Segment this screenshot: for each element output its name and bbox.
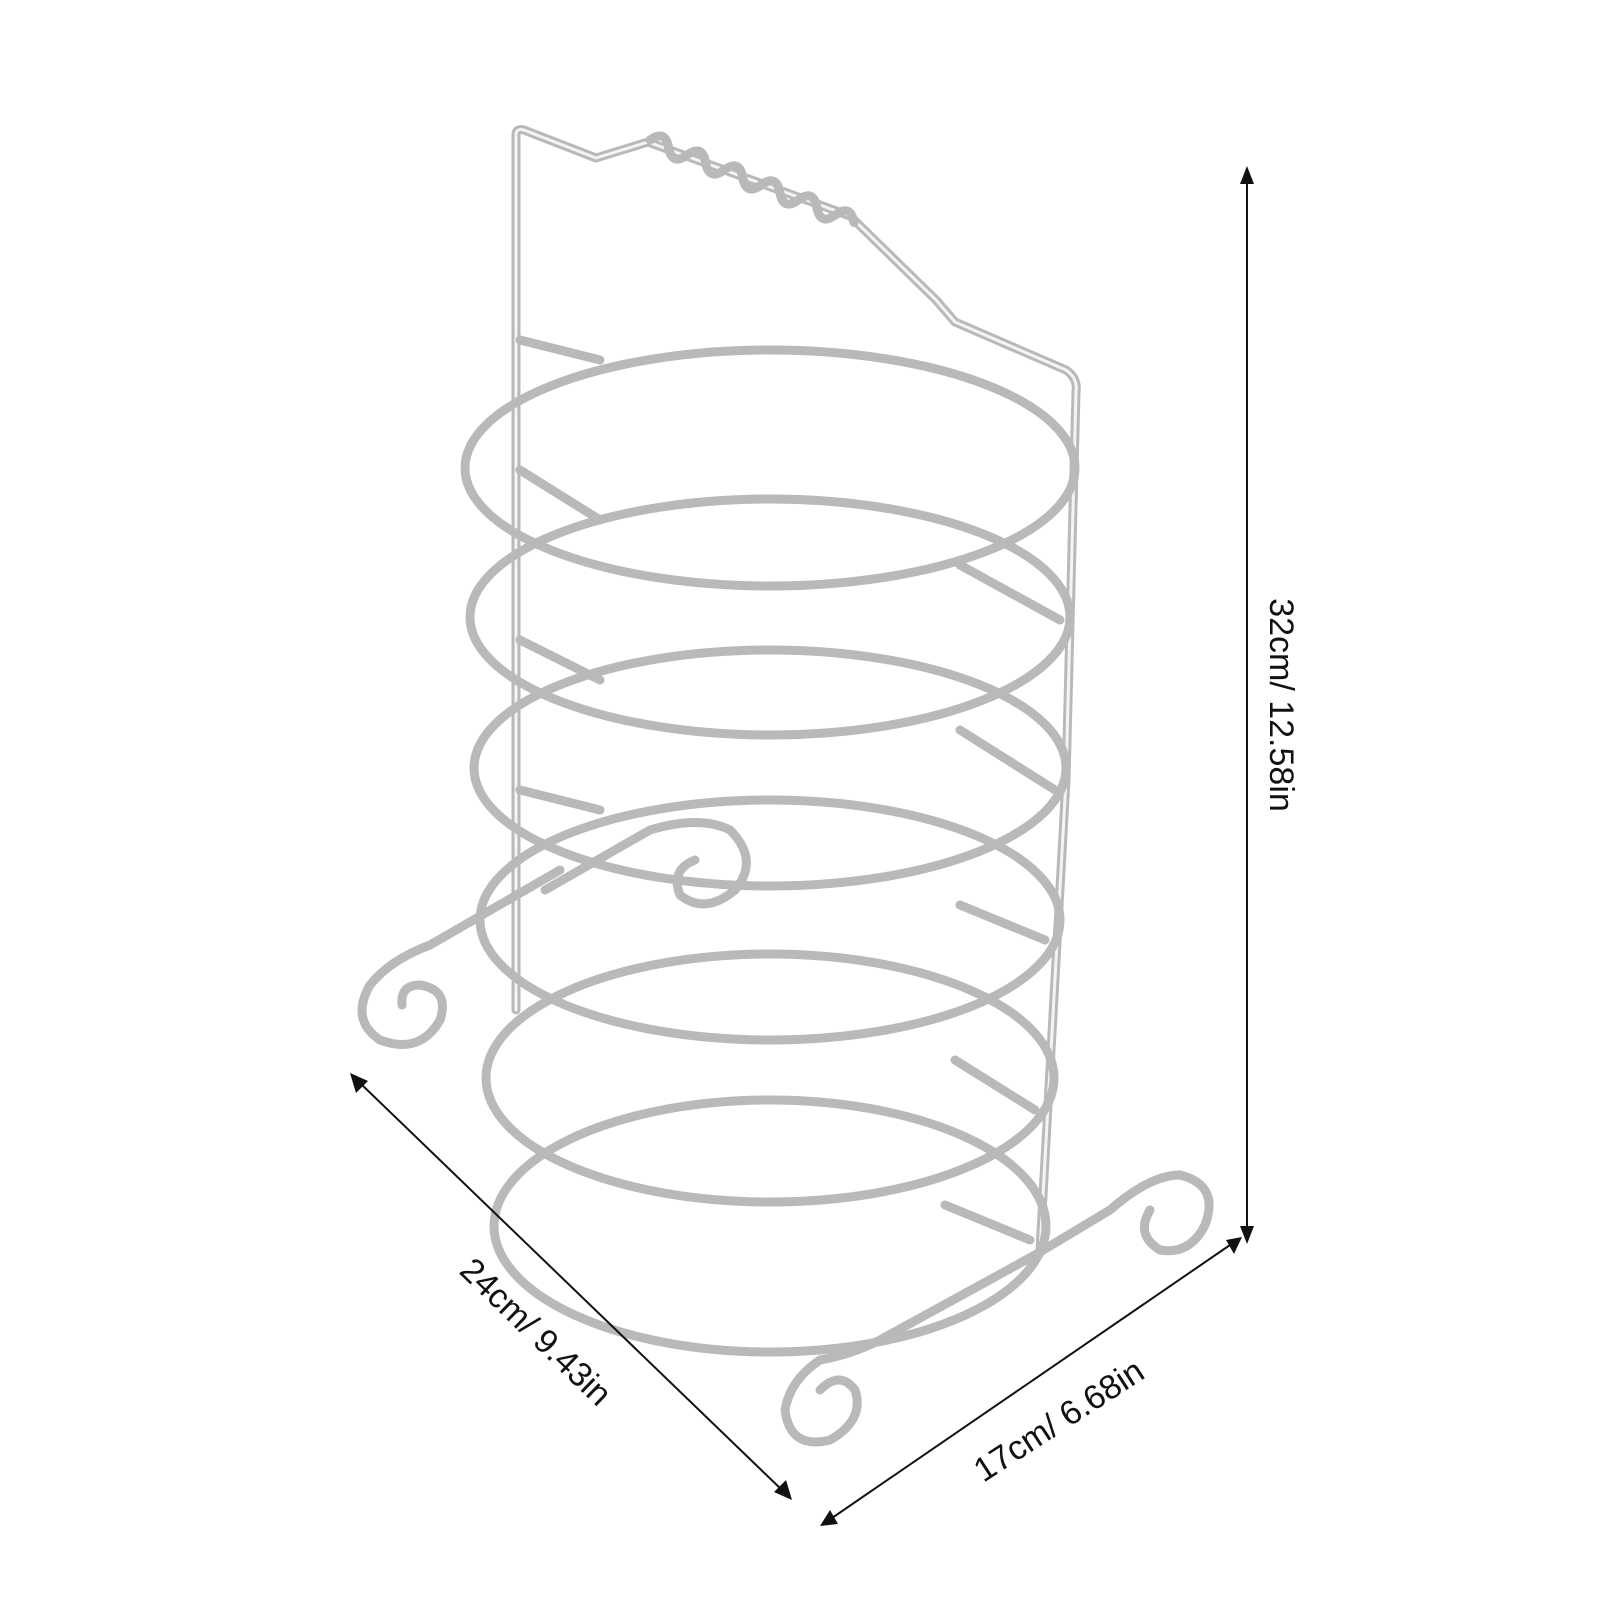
length-arrow-icon xyxy=(350,1073,792,1500)
rack-base xyxy=(357,818,1214,1447)
plate-rack xyxy=(357,125,1214,1447)
base-left-leg xyxy=(357,865,565,1049)
handle-grip xyxy=(645,131,859,227)
base-left-rear-leg xyxy=(540,818,751,909)
height-arrow-icon xyxy=(1240,166,1254,1244)
length-label: 24cm/ 9.43in xyxy=(452,1251,618,1414)
base-front-leg xyxy=(780,1250,1040,1447)
dimension-arrows xyxy=(350,166,1254,1526)
plate-rings xyxy=(460,345,1080,1357)
ring-5 xyxy=(481,949,1059,1207)
support-rods xyxy=(515,335,1065,1245)
base-right-leg xyxy=(1030,1170,1214,1260)
width-label: 17cm/ 6.68in xyxy=(967,1352,1151,1490)
ring-2 xyxy=(465,494,1075,740)
rack-spine-highlight xyxy=(514,128,1078,1252)
ring-3 xyxy=(469,645,1071,891)
ring-1 xyxy=(460,345,1080,591)
width-arrow-icon xyxy=(820,1237,1242,1526)
ring-6 xyxy=(489,1095,1051,1357)
ring-4 xyxy=(475,795,1065,1045)
height-label: 32cm/ 12.58in xyxy=(1262,598,1300,812)
